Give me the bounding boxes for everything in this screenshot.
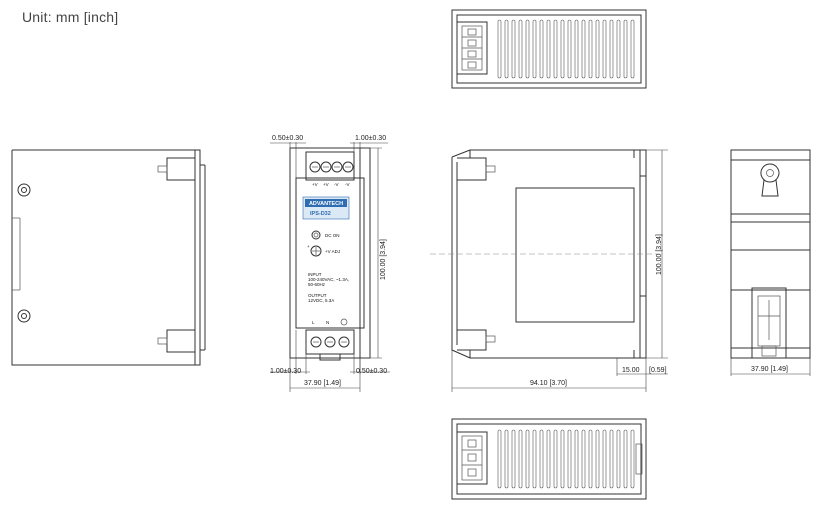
terminal-l-label: L	[312, 320, 315, 325]
vent-slot	[609, 19, 614, 79]
vent-slot	[553, 19, 558, 79]
vent-slot	[588, 19, 593, 79]
top-term-label: +V	[312, 182, 318, 187]
vent-slot	[623, 19, 628, 79]
dim-front-height: 100.00 [3.94]	[380, 239, 387, 280]
vent-slot	[539, 19, 544, 79]
vent-slot	[588, 429, 593, 489]
vent-slot	[623, 429, 628, 489]
vent-slot	[616, 429, 621, 489]
voltage-adjust-icon	[310, 245, 322, 257]
keyhole-icon	[760, 163, 780, 183]
input-title: INPUT	[308, 272, 322, 277]
vent-slot	[560, 429, 565, 489]
brand-banner	[305, 199, 347, 207]
vent-slot	[525, 429, 530, 489]
top-view	[451, 9, 647, 89]
top-term-label: -V	[334, 182, 339, 187]
vent-slot	[511, 19, 516, 79]
vent-slot	[630, 429, 635, 489]
v-adj-label: +V ADJ	[325, 249, 340, 254]
vent-slot	[518, 19, 523, 79]
vent-slot	[546, 19, 551, 79]
right-side-view	[430, 149, 660, 359]
dim-front-bottom-right: 0.50±0.30	[356, 368, 387, 375]
output-title: OUTPUT	[308, 293, 327, 298]
unit-label: Unit: mm [inch]	[22, 9, 119, 25]
dim-side-width: 94.10 [3.70]	[530, 380, 567, 387]
model-name: IPS-D32	[310, 211, 331, 217]
bottom-vent-slots	[497, 429, 635, 489]
vent-slot	[532, 19, 537, 79]
dim-front-top-left: 0.50±0.30	[272, 135, 303, 142]
vent-slot	[539, 429, 544, 489]
back-view: 37.90 [1.49]	[730, 149, 811, 376]
vent-slot	[567, 429, 572, 489]
vent-slot	[574, 19, 579, 79]
ground-icon	[340, 318, 348, 326]
screw-icon	[17, 183, 31, 197]
vent-slot	[581, 19, 586, 79]
top-vent-slots	[497, 19, 635, 79]
vent-slot	[504, 19, 509, 79]
front-view: +V +V -V -V ADVANTECH IPS-D32 DC ON + +V…	[289, 147, 371, 361]
vent-slot	[630, 19, 635, 79]
vent-slot	[504, 429, 509, 489]
vent-slot	[532, 429, 537, 489]
vent-slot	[525, 19, 530, 79]
bottom-view	[451, 418, 647, 500]
vent-slot	[497, 19, 502, 79]
dim-front-bottom-left: 1.00±0.30	[270, 368, 301, 375]
side-dimensions: 100.00 [3.94] 94.10 [3.70] 15.00 [0.59]	[451, 149, 668, 392]
vent-slot	[546, 429, 551, 489]
dc-on-led-icon	[311, 230, 321, 240]
vent-slot	[616, 19, 621, 79]
svg-text:+: +	[307, 244, 310, 249]
vent-slot	[581, 429, 586, 489]
top-term-label: -V	[345, 182, 350, 187]
screw-icon	[17, 309, 31, 323]
left-side-view	[11, 149, 206, 366]
vent-slot	[595, 19, 600, 79]
vent-slot	[567, 19, 572, 79]
vent-slot	[560, 19, 565, 79]
dim-back-width: 37.90 [1.49]	[751, 366, 788, 373]
top-terminal-screws	[309, 161, 354, 173]
dim-side-height: 100.00 [3.94]	[656, 234, 663, 275]
dim-front-width: 37.90 [1.49]	[304, 380, 341, 387]
dc-on-label: DC ON	[325, 233, 340, 238]
dim-side-offset-inch: [0.59]	[649, 367, 667, 374]
vent-slot	[511, 429, 516, 489]
vent-slot	[595, 429, 600, 489]
vent-slot	[553, 429, 558, 489]
input-line1: 100-240VAC, ~1.3A,	[308, 277, 349, 282]
dim-front-top-right: 1.00±0.30	[355, 135, 386, 142]
vent-slot	[602, 19, 607, 79]
dim-side-offset: 15.00	[622, 367, 640, 374]
input-line2: 50-60Hz	[308, 282, 326, 287]
terminal-n-label: N	[326, 320, 329, 325]
brand-name: ADVANTECH	[309, 201, 343, 207]
vent-slot	[518, 429, 523, 489]
output-line1: 12VDC, 5.3A	[308, 298, 334, 303]
vent-slot	[497, 429, 502, 489]
vent-slot	[574, 429, 579, 489]
vent-slot	[609, 429, 614, 489]
vent-slot	[602, 429, 607, 489]
top-term-label: +V	[323, 182, 329, 187]
front-dimensions: 0.50±0.30 1.00±0.30 100.00 [3.94] 1.00±0…	[270, 135, 390, 392]
